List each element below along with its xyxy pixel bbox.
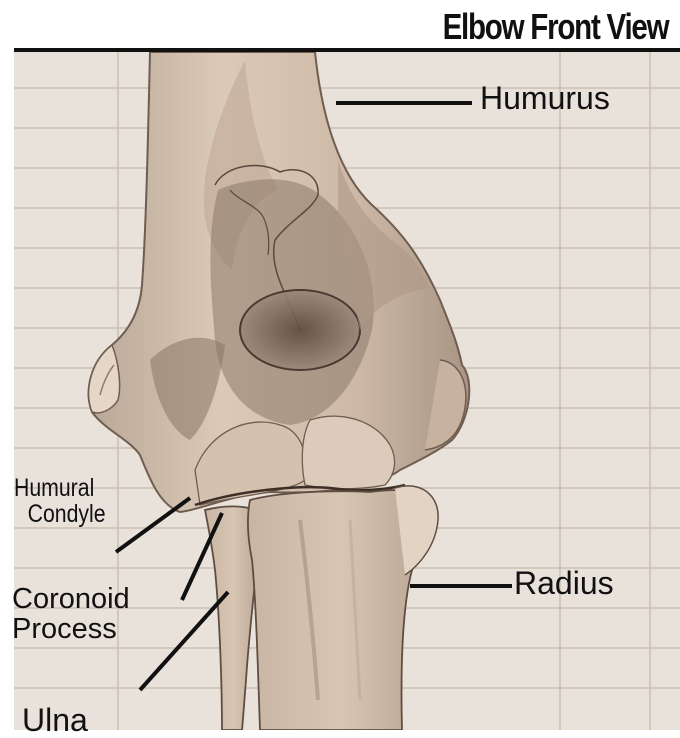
label-humural-condyle: Humural Condyle bbox=[14, 475, 106, 528]
label-coronoid-process: Coronoid Process bbox=[12, 584, 130, 645]
label-ulna: Ulna bbox=[22, 704, 88, 738]
label-humural-condyle-line2: Condyle bbox=[14, 501, 106, 527]
diagram-title: Elbow Front View bbox=[442, 6, 668, 48]
label-coronoid-line2: Process bbox=[12, 614, 130, 644]
label-humurus: Humurus bbox=[480, 82, 610, 116]
label-coronoid-line1: Coronoid bbox=[12, 584, 130, 614]
label-radius: Radius bbox=[514, 567, 614, 601]
label-humural-condyle-line1: Humural bbox=[14, 475, 106, 501]
